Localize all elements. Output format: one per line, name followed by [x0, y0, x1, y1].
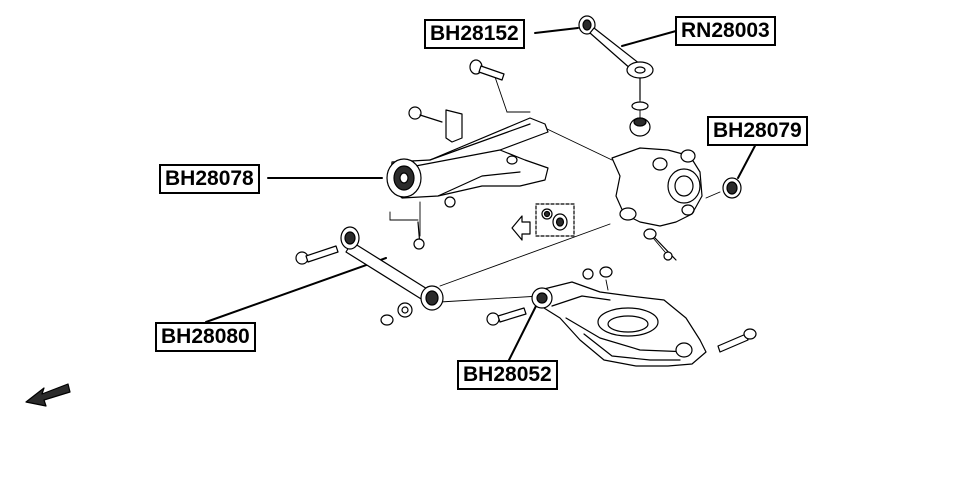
label-bh28079: BH28079 — [707, 116, 808, 146]
bushing-detail — [511, 203, 575, 241]
label-bh28078: BH28078 — [159, 164, 260, 194]
label-bh28152: BH28152 — [424, 19, 525, 49]
stabilizer-link — [578, 15, 654, 137]
lateral-link — [295, 226, 444, 326]
lower-control-arm — [486, 266, 757, 367]
trailing-arm — [386, 117, 549, 250]
arrow-left-icon — [25, 383, 71, 407]
leader-lines — [205, 27, 758, 363]
reference-lines — [389, 73, 721, 303]
label-rn28003: RN28003 — [675, 16, 776, 46]
upper-bolt — [469, 59, 505, 81]
label-bh28052: BH28052 — [457, 360, 558, 390]
label-bh28080: BH28080 — [155, 322, 256, 352]
knuckle — [611, 147, 703, 261]
knuckle-bushing — [722, 177, 742, 199]
bracket-bolt — [408, 106, 463, 143]
hollow-arrow-left-icon — [511, 215, 531, 241]
